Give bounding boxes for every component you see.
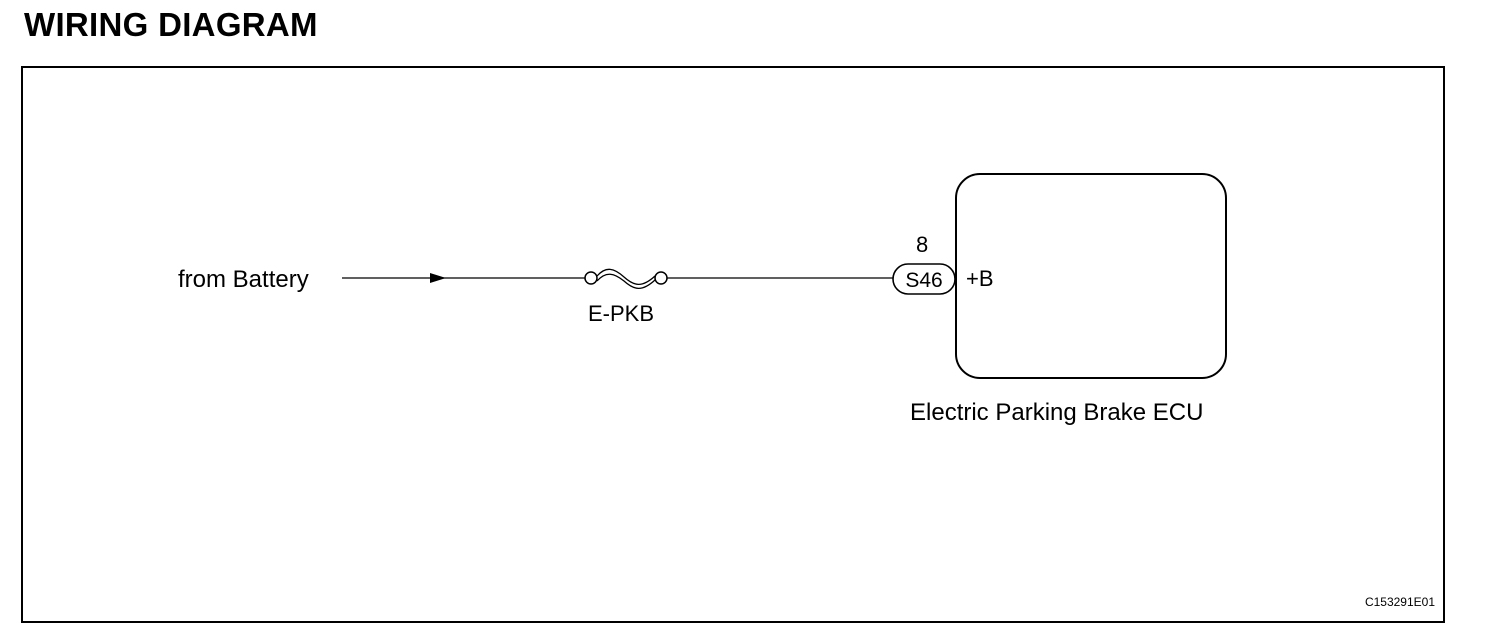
source-label: from Battery [178, 266, 309, 293]
terminal-label: +B [966, 266, 994, 291]
ecu-box [955, 173, 1227, 379]
page-title: WIRING DIAGRAM [24, 6, 318, 43]
ecu-label: Electric Parking Brake ECU [910, 399, 1203, 426]
figure-code: C153291E01 [1365, 595, 1435, 609]
diagram-frame [21, 66, 1445, 623]
fuse-label: E-PKB [588, 301, 654, 326]
connector-code: S46 [905, 269, 942, 292]
fuse-icon [584, 268, 668, 290]
pin-number: 8 [916, 232, 928, 257]
direction-arrow-icon [430, 273, 446, 283]
